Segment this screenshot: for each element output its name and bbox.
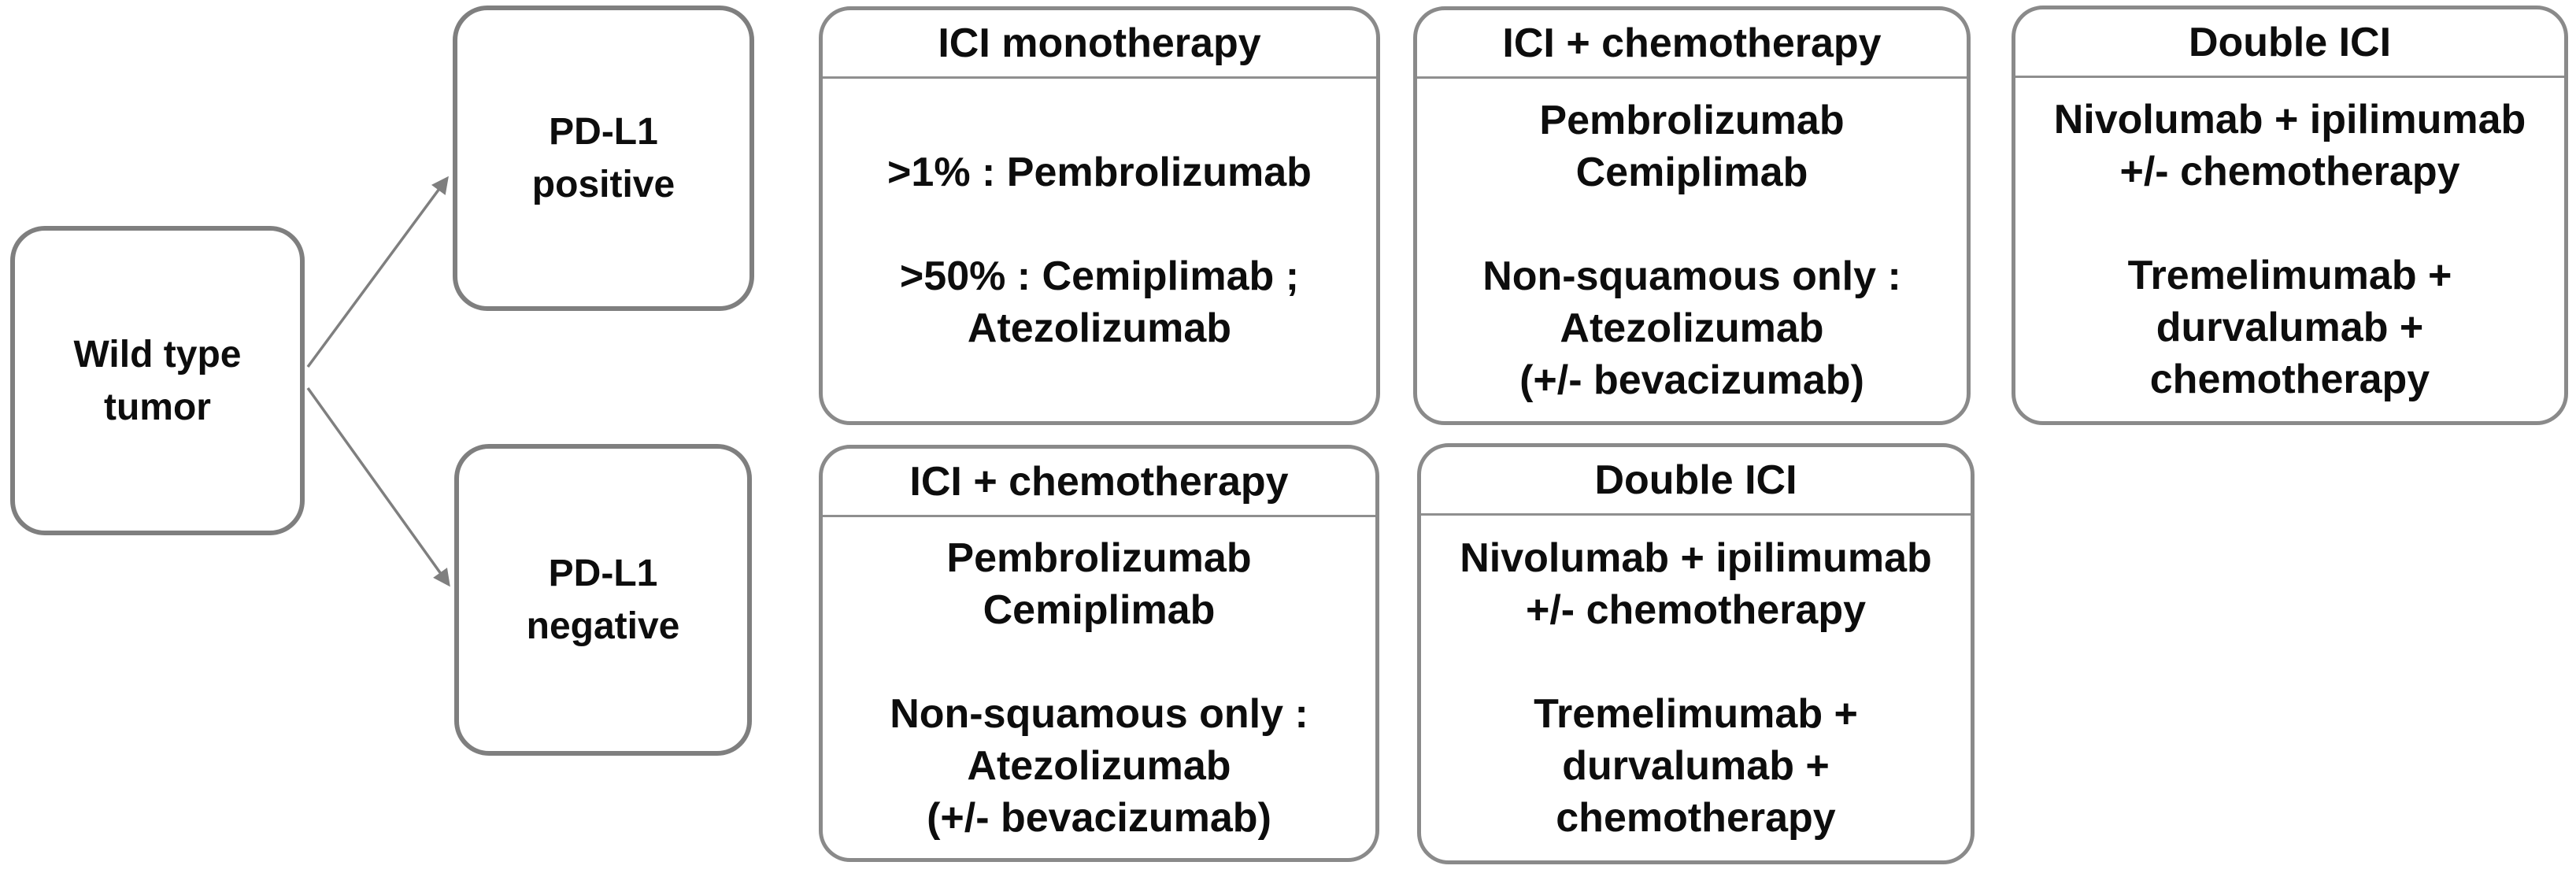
wild-type-tumor-node: Wild type tumor [10, 226, 305, 535]
double-ici-pdl1-positive-header: Double ICI [2188, 20, 2392, 65]
ici-chemotherapy-pdl1-negative-card: ICI + chemotherapy Pembrolizumab Cemipli… [819, 445, 1379, 862]
pdl1-negative-label: PD-L1 negative [526, 553, 680, 647]
double-ici-pdl1-negative-card: Double ICI Nivolumab + ipilimumab +/- ch… [1417, 443, 1975, 864]
double-ici-pdl1-positive-card: Double ICI Nivolumab + ipilimumab +/- ch… [2012, 6, 2568, 425]
pdl1-positive-label: PD-L1 positive [531, 111, 675, 205]
wild-type-tumor-label: Wild type tumor [73, 333, 242, 428]
ici-monotherapy-header: ICI monotherapy [938, 20, 1261, 66]
ici-chemotherapy-pdl1-positive-body: Pembrolizumab Cemiplimab Non-squamous on… [1482, 97, 1901, 403]
pdl1-positive-node: PD-L1 positive [453, 6, 754, 311]
arrow-wild-to-pdl1-positive [306, 176, 449, 368]
header-divider [2015, 76, 2564, 78]
ici-monotherapy-card: ICI monotherapy >1% : Pembrolizumab >50%… [819, 6, 1380, 425]
ici-chemotherapy-pdl1-positive-card: ICI + chemotherapy Pembrolizumab Cemipli… [1413, 6, 1971, 425]
ici-chemotherapy-pdl1-negative-header: ICI + chemotherapy [909, 459, 1289, 505]
double-ici-pdl1-negative-body: Nivolumab + ipilimumab +/- chemotherapy … [1460, 535, 1932, 841]
header-divider [823, 76, 1376, 79]
double-ici-pdl1-positive-body: Nivolumab + ipilimumab +/- chemotherapy … [2053, 97, 2526, 402]
header-divider [823, 515, 1375, 517]
pdl1-negative-node: PD-L1 negative [454, 444, 752, 756]
ici-chemotherapy-pdl1-negative-body: Pembrolizumab Cemiplimab Non-squamous on… [890, 535, 1308, 841]
ici-monotherapy-body: >1% : Pembrolizumab >50% : Cemiplimab ; … [887, 149, 1312, 351]
arrow-wild-to-pdl1-negative [306, 387, 450, 587]
double-ici-pdl1-negative-header: Double ICI [1594, 457, 1797, 503]
header-divider [1417, 76, 1967, 79]
header-divider [1421, 513, 1971, 516]
ici-chemotherapy-pdl1-positive-header: ICI + chemotherapy [1502, 20, 1882, 66]
